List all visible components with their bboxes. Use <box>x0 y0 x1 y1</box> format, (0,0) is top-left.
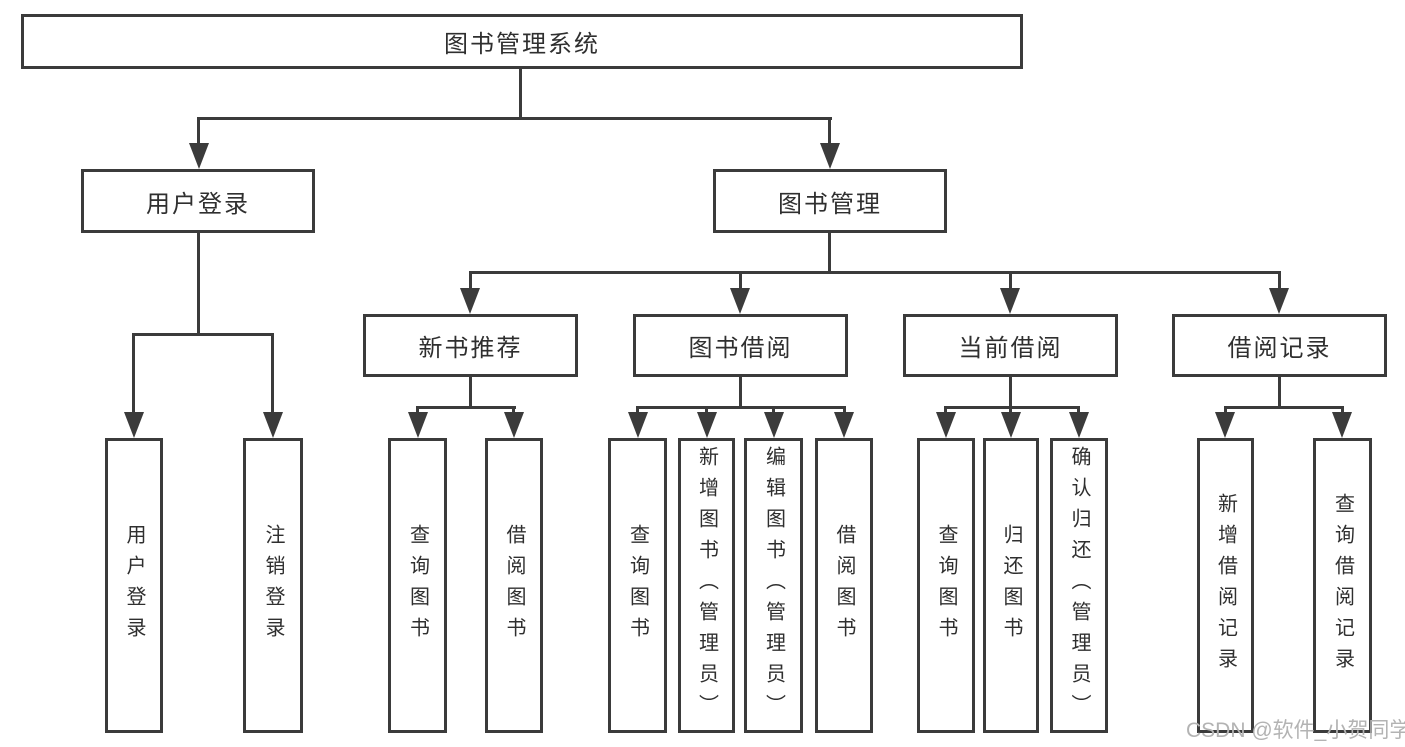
connector-line <box>739 377 742 407</box>
arrow-down-icon <box>408 412 428 438</box>
arrow-down-icon <box>764 412 784 438</box>
arrow-down-icon <box>263 412 283 438</box>
connector-line <box>469 377 472 407</box>
connector-line <box>843 406 846 414</box>
connector-line <box>636 406 639 414</box>
arrow-down-icon <box>124 412 144 438</box>
arrow-down-icon <box>189 143 209 169</box>
leaf-query-borrow-record: 查询借阅记录 <box>1313 438 1372 733</box>
arrow-down-icon <box>820 143 840 169</box>
connector-line <box>197 117 200 145</box>
arrow-down-icon <box>1000 288 1020 314</box>
connector-line <box>1224 406 1227 414</box>
arrow-down-icon <box>1215 412 1235 438</box>
connector-line <box>1009 271 1012 290</box>
connector-line <box>944 406 947 414</box>
leaf-add-books-admin: 新增图书（管理员） <box>678 438 735 733</box>
arrow-down-icon <box>628 412 648 438</box>
arrow-down-icon <box>834 412 854 438</box>
connector-line <box>519 69 522 118</box>
arrow-down-icon <box>1069 412 1089 438</box>
leaf-borrow-books-recommend: 借阅图书 <box>485 438 543 733</box>
connector-line <box>132 333 135 414</box>
connector-line <box>636 406 846 409</box>
arrow-down-icon <box>504 412 524 438</box>
connector-line <box>1077 406 1080 414</box>
leaf-query-books-borrowing: 查询图书 <box>608 438 667 733</box>
arrow-down-icon <box>1269 288 1289 314</box>
leaf-borrow-books-borrowing: 借阅图书 <box>815 438 873 733</box>
connector-line <box>1224 406 1344 409</box>
connector-line <box>512 406 515 414</box>
connector-line <box>772 406 775 414</box>
connector-line <box>739 271 742 290</box>
connector-line <box>944 406 1080 409</box>
arrow-down-icon <box>1332 412 1352 438</box>
connector-line <box>271 333 274 414</box>
node-book-borrowing: 图书借阅 <box>633 314 848 377</box>
csdn-watermark: CSDN @软件_小贺同学 <box>1186 719 1405 742</box>
node-current-borrowing: 当前借阅 <box>903 314 1118 377</box>
arrow-down-icon <box>697 412 717 438</box>
connector-line <box>469 271 1281 274</box>
leaf-confirm-return-admin: 确认归还（管理员） <box>1050 438 1108 733</box>
leaf-add-borrow-record: 新增借阅记录 <box>1197 438 1254 733</box>
connector-line <box>1278 377 1281 407</box>
arrow-down-icon <box>936 412 956 438</box>
leaf-query-books-current: 查询图书 <box>917 438 975 733</box>
connector-line <box>828 233 831 272</box>
connector-line <box>1009 377 1012 407</box>
connector-line <box>132 333 274 336</box>
arrow-down-icon <box>730 288 750 314</box>
connector-line <box>828 117 831 145</box>
node-borrowing-records: 借阅记录 <box>1172 314 1387 377</box>
leaf-user-login: 用户登录 <box>105 438 163 733</box>
connector-line <box>197 117 832 120</box>
connector-line <box>1341 406 1344 414</box>
connector-line <box>705 406 708 414</box>
connector-line <box>416 406 419 414</box>
node-book-management: 图书管理 <box>713 169 947 233</box>
leaf-logout: 注销登录 <box>243 438 303 733</box>
node-user-login: 用户登录 <box>81 169 315 233</box>
leaf-return-books: 归还图书 <box>983 438 1039 733</box>
leaf-edit-books-admin: 编辑图书（管理员） <box>744 438 803 733</box>
arrow-down-icon <box>460 288 480 314</box>
node-library-management-system: 图书管理系统 <box>21 14 1023 69</box>
connector-line <box>197 233 200 334</box>
node-new-book-recommendation: 新书推荐 <box>363 314 578 377</box>
connector-line <box>1009 406 1012 414</box>
leaf-query-books-recommend: 查询图书 <box>388 438 447 733</box>
connector-line <box>1278 271 1281 290</box>
arrow-down-icon <box>1001 412 1021 438</box>
connector-line <box>469 271 472 290</box>
connector-line <box>416 406 516 409</box>
